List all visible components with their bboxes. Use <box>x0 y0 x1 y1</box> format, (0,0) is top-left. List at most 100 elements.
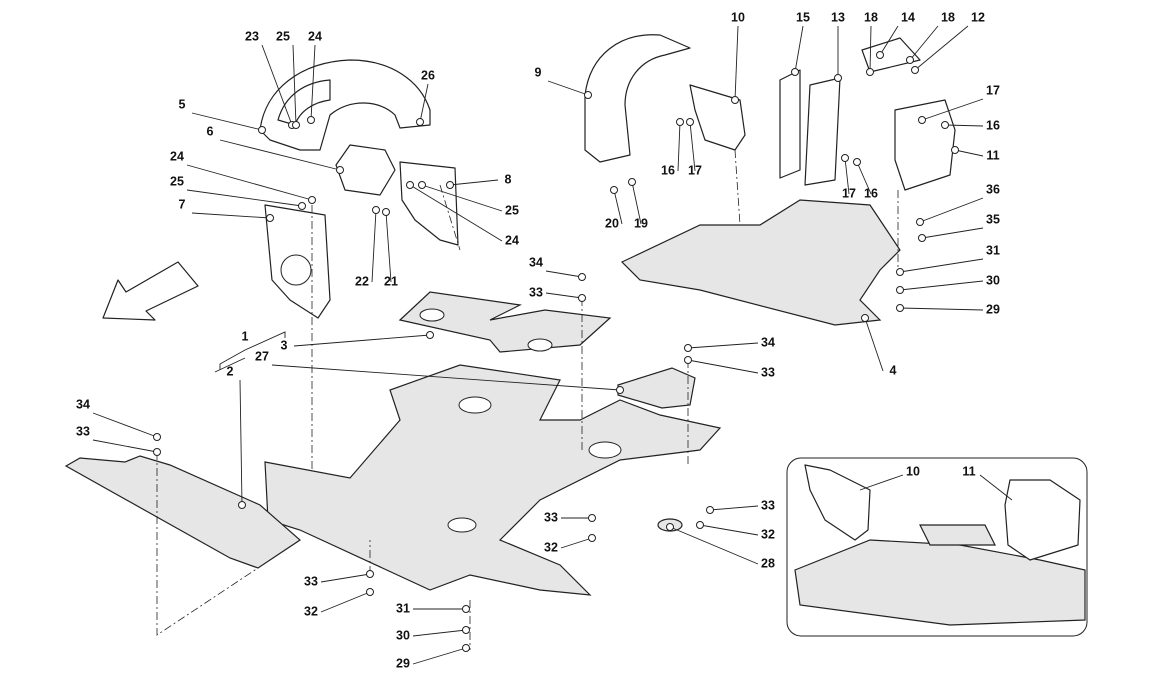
rear-shield-10 <box>689 84 746 151</box>
callout-number: 33 <box>76 424 90 438</box>
fastener <box>666 523 674 531</box>
assembly-line <box>439 184 461 251</box>
callout-number: 36 <box>986 182 1000 196</box>
rear-shield-11 <box>894 99 956 191</box>
fastener <box>446 181 454 189</box>
main-undertray-1 <box>264 364 722 596</box>
leader-line <box>909 25 939 61</box>
callout-number: 2 <box>227 364 234 378</box>
callout-number: 32 <box>544 540 558 554</box>
callout-number: 14 <box>901 10 915 24</box>
leader-line <box>856 161 872 195</box>
leader-line <box>292 44 297 126</box>
fastener <box>382 208 390 216</box>
fastener <box>578 273 586 281</box>
inset-detail <box>786 457 1088 637</box>
leader-line <box>293 334 431 347</box>
leader-line <box>320 591 371 613</box>
callout-number: 29 <box>396 656 410 670</box>
callout-number: 5 <box>179 97 186 111</box>
fastener <box>841 154 849 162</box>
leader-line <box>421 184 503 212</box>
callout-number: 7 <box>179 197 186 211</box>
fastener <box>336 166 344 174</box>
leader-line <box>271 364 621 391</box>
callout-number: 21 <box>384 274 398 288</box>
fastener <box>266 214 274 222</box>
callout-number: 1 <box>242 329 249 343</box>
leader-line <box>669 526 759 565</box>
leader-line <box>734 25 739 101</box>
fastener <box>866 68 874 76</box>
fastener <box>684 344 692 352</box>
callout-number: 3 <box>281 338 288 352</box>
callout-number: 18 <box>941 10 955 24</box>
leader-line <box>687 342 759 349</box>
callout-number: 33 <box>761 365 775 379</box>
leader-line <box>709 505 759 511</box>
callout-number: 25 <box>276 29 290 43</box>
fastener <box>896 304 904 312</box>
leader-line <box>794 25 804 73</box>
fastener <box>911 66 919 74</box>
fastener <box>918 116 926 124</box>
leader-line <box>921 98 984 121</box>
leader-line <box>92 439 158 453</box>
callout-number: 26 <box>421 68 435 82</box>
leader-line <box>869 25 872 73</box>
fastener <box>462 644 470 652</box>
callout-number: 25 <box>505 203 519 217</box>
fastener <box>588 514 596 522</box>
leader-line <box>677 121 681 172</box>
callout-number: 30 <box>396 628 410 642</box>
callout-number: 35 <box>986 212 1000 226</box>
leader-line <box>191 212 271 219</box>
fastener <box>706 506 714 514</box>
leader-line <box>92 412 158 438</box>
leader-line <box>560 537 593 549</box>
leader-line <box>371 209 377 283</box>
callout-number: 16 <box>864 186 878 200</box>
leader-line <box>631 181 642 225</box>
leader-line <box>191 112 263 131</box>
leader-line <box>899 280 984 291</box>
callout-number: 10 <box>731 10 745 24</box>
leader-line <box>545 292 583 299</box>
fastener <box>951 146 959 154</box>
callout-number: 8 <box>505 172 512 186</box>
callout-number: 23 <box>245 29 259 43</box>
fastener <box>308 196 316 204</box>
fastener <box>462 626 470 634</box>
fastener <box>366 570 374 578</box>
rear-wheelhouse-liner-9 <box>584 34 691 163</box>
fastener <box>896 268 904 276</box>
fastener <box>616 386 624 394</box>
fastener <box>588 534 596 542</box>
callout-number: 33 <box>761 498 775 512</box>
callout-number: 31 <box>986 243 1000 257</box>
callout-number: 30 <box>986 273 1000 287</box>
leader-line <box>409 184 503 242</box>
fastener <box>906 56 914 64</box>
leader-line <box>879 25 899 56</box>
callout-number: 11 <box>986 148 999 162</box>
assembly-line <box>734 149 741 226</box>
fastener <box>853 158 861 166</box>
leader-line <box>919 197 984 223</box>
front-shield-8 <box>399 161 459 246</box>
fastener <box>238 501 246 509</box>
callout-number: 25 <box>170 174 184 188</box>
leader-line <box>844 157 850 195</box>
callout-number: 32 <box>761 527 775 541</box>
leader-line <box>449 179 499 186</box>
callout-number: 22 <box>355 274 369 288</box>
fastener <box>941 121 949 129</box>
callout-number: 20 <box>605 216 619 230</box>
fastener <box>861 314 869 322</box>
leader-line <box>412 647 467 665</box>
front-shield-6 <box>335 144 396 196</box>
leader-line <box>385 211 392 283</box>
fastener <box>153 448 161 456</box>
fastener <box>366 588 374 596</box>
